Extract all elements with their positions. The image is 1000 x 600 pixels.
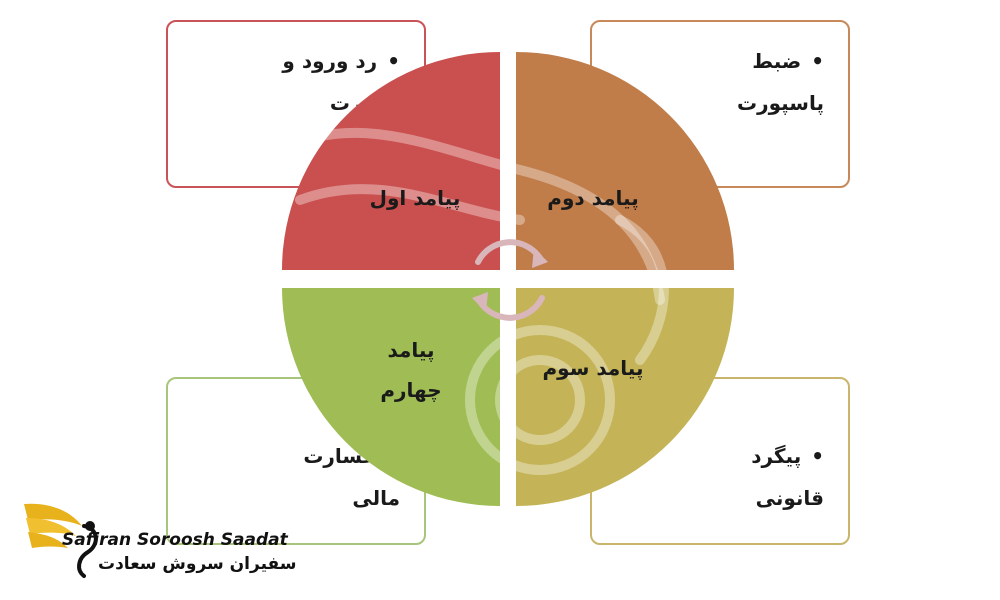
quadrant-label-third: پیامد سوم xyxy=(542,356,644,380)
quadrant-first xyxy=(282,52,500,270)
box-text: • پیگرد قانونی xyxy=(751,435,824,519)
logo-latin-text: Safiran Soroosh Saadat xyxy=(62,530,288,550)
quadrant-label-fourth: پیامد چهارم xyxy=(356,330,466,410)
logo-persian-text: سفیران سروش سعادت xyxy=(98,554,297,574)
cycle-arrows-icon xyxy=(472,239,548,321)
box-line: پیگرد xyxy=(751,444,802,468)
box-line: مالی xyxy=(352,486,400,510)
quadrant-label-line: چهارم xyxy=(380,378,442,402)
box-line: قانونی xyxy=(755,486,824,510)
box-text: • ضبط پاسپورت xyxy=(737,40,824,124)
quadrant-fourth xyxy=(282,288,500,506)
box-line: پاسپورت xyxy=(736,91,824,115)
watermark-swirl xyxy=(275,127,669,475)
quadrant-label-first: پیامد اول xyxy=(369,186,461,210)
bullet: • xyxy=(811,49,824,73)
quadrant-third xyxy=(516,288,734,506)
quadrant-label-second: پیامد دوم xyxy=(547,186,639,210)
bullet: • xyxy=(811,444,824,468)
box-line: رد ورود و xyxy=(282,49,378,73)
quadrant-second xyxy=(516,52,734,270)
bullet: • xyxy=(387,49,400,73)
box-line: ضبط xyxy=(752,49,802,73)
quadrant-label-line: پیامد xyxy=(387,338,435,362)
company-logo xyxy=(24,503,98,578)
wing-icon xyxy=(24,503,98,578)
